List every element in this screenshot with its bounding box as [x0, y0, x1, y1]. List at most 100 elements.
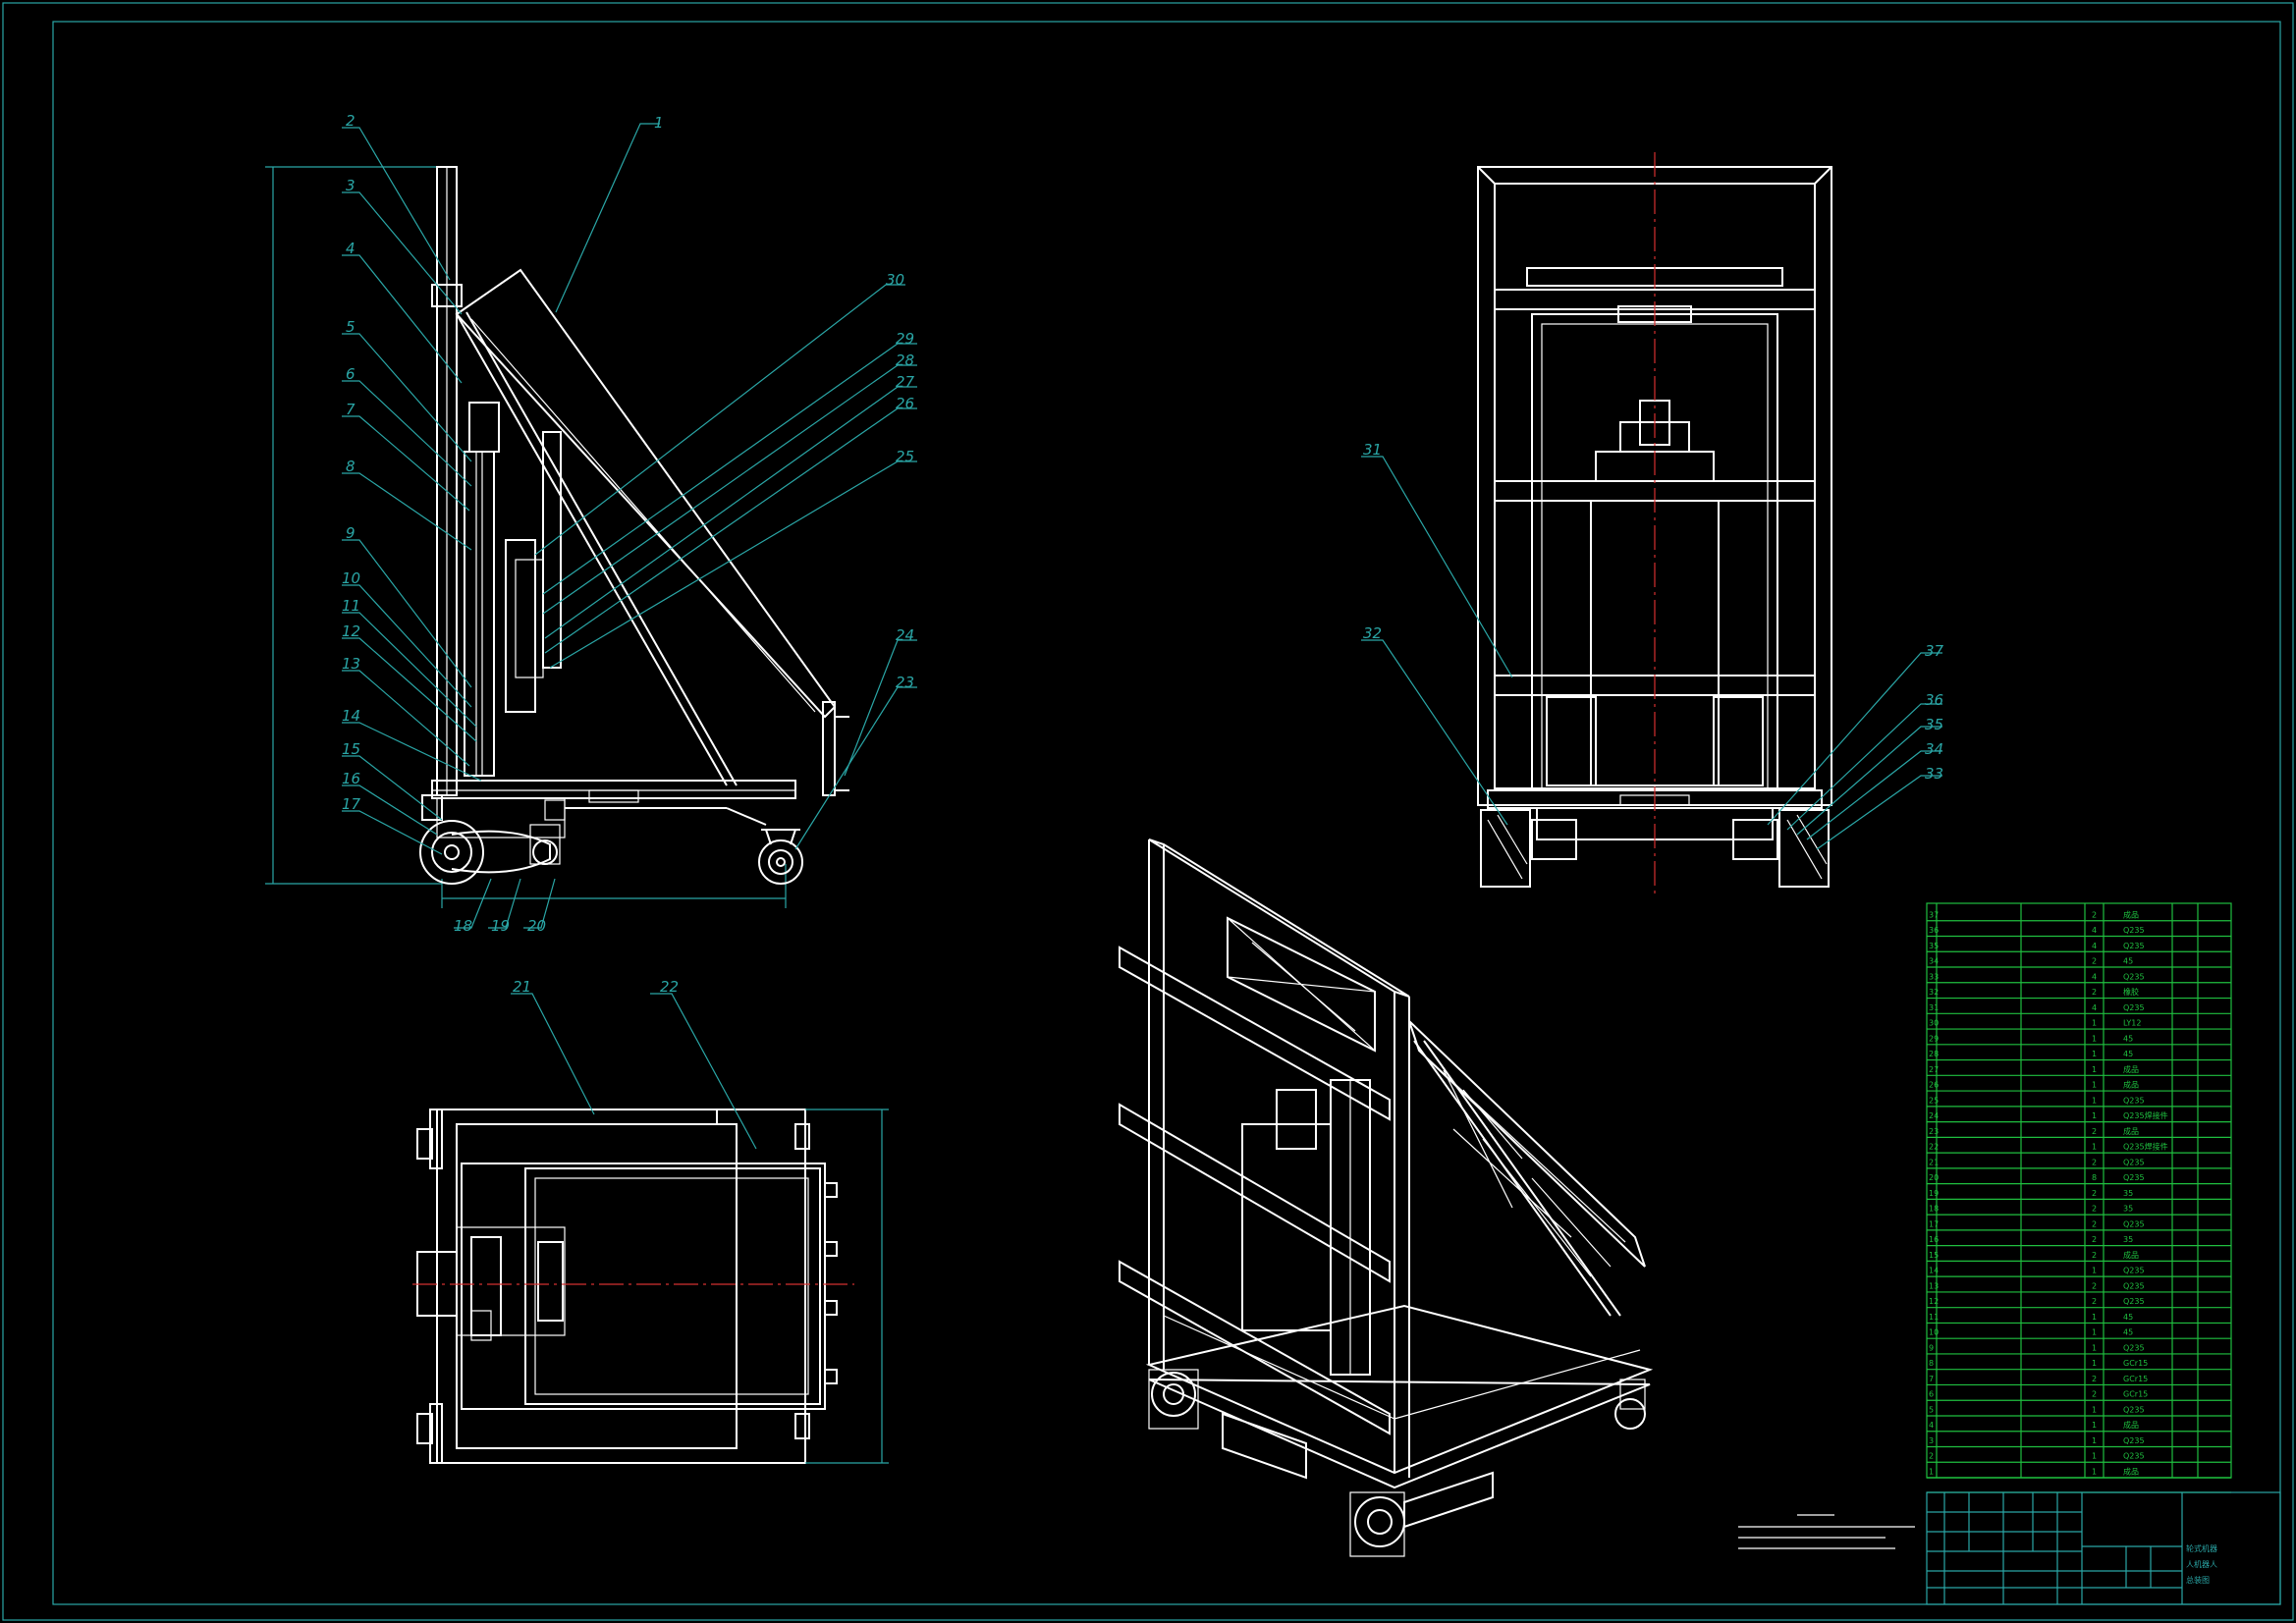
bom-cell-qty: 2	[2092, 910, 2097, 919]
inner-border	[52, 21, 2281, 1605]
callout-label: 8	[346, 458, 355, 475]
bom-cell-mat: Q235	[2123, 1452, 2145, 1461]
bom-cell-no: 22	[1929, 1143, 1939, 1152]
bom-cell-mat: GCr15	[2123, 1390, 2148, 1399]
bom-cell-mat: Q235	[2123, 1267, 2145, 1275]
bom-cell-mat: Q235	[2123, 942, 2145, 950]
bom-cell-mat: 成品	[2123, 1420, 2139, 1430]
bom-cell-no: 31	[1929, 1003, 1939, 1012]
bom-cell-mat: Q235焊接件	[2123, 1142, 2168, 1152]
bom-cell-mat: 成品	[2123, 1064, 2139, 1074]
callout-label: 33	[1925, 765, 1943, 783]
callout-label: 14	[342, 707, 360, 725]
bom-cell-no: 13	[1929, 1281, 1939, 1290]
bom-cell-no: 27	[1929, 1065, 1939, 1074]
bom-cell-mat: 成品	[2123, 1080, 2139, 1090]
bom-cell-mat: 成品	[2123, 1126, 2139, 1136]
bom-cell-qty: 2	[2092, 1281, 2097, 1290]
callout-label: 23	[896, 674, 914, 691]
callout-label: 26	[896, 395, 914, 412]
bom-cell-mat: Q235	[2123, 1173, 2145, 1182]
bom-cell-qty: 1	[2092, 1019, 2097, 1028]
callout-label: 20	[527, 917, 546, 935]
bom-cell-no: 12	[1929, 1297, 1939, 1306]
bom-cell-qty: 1	[2092, 1050, 2097, 1058]
title-block: 轮式机器 人机器人 总装图	[1926, 1491, 2281, 1605]
bom-cell-mat: 35	[2123, 1189, 2133, 1198]
bom-cell-qty: 2	[2092, 1189, 2097, 1198]
bom-cell-mat: 45	[2123, 1034, 2133, 1043]
callout-label: 11	[342, 597, 360, 615]
bom-cell-qty: 2	[2092, 1219, 2097, 1228]
bom-cell-mat: 成品	[2123, 1467, 2139, 1477]
bom-cell-no: 33	[1929, 972, 1939, 981]
bom-cell-qty: 8	[2092, 1173, 2097, 1182]
bom-cell-qty: 1	[2092, 1343, 2097, 1352]
bom-cell-mat: Q235	[2123, 1436, 2145, 1445]
bom-cell-qty: 2	[2092, 1235, 2097, 1244]
bom-cell-qty: 1	[2092, 1111, 2097, 1120]
bom-cell-no: 11	[1929, 1313, 1939, 1322]
bom-cell-mat: 45	[2123, 1313, 2133, 1322]
bom-cell-no: 35	[1929, 942, 1939, 950]
callout-label: 1	[654, 114, 664, 132]
bom-cell-mat: Q235	[2123, 1281, 2145, 1290]
bom-cell-qty: 1	[2092, 1267, 2097, 1275]
bom-cell-mat: 成品	[2123, 1250, 2139, 1260]
bom-cell-no: 34	[1929, 957, 1939, 966]
callout-label: 36	[1925, 691, 1943, 709]
bom-cell-no: 18	[1929, 1205, 1939, 1214]
bom-cell-no: 20	[1929, 1173, 1939, 1182]
callout-label: 2	[346, 112, 355, 130]
bom-cell-qty: 2	[2092, 1205, 2097, 1214]
callout-label: 18	[454, 917, 472, 935]
product-name-line: 总装图	[2186, 1575, 2210, 1585]
bom-cell-mat: GCr15	[2123, 1375, 2148, 1383]
bom-cell-mat: 45	[2123, 1050, 2133, 1058]
bom-cell-mat: 成品	[2123, 909, 2139, 919]
callout-label: 22	[660, 978, 679, 996]
side-view	[265, 166, 849, 908]
bom-cell-no: 24	[1929, 1111, 1939, 1120]
callout-label: 28	[896, 352, 914, 369]
isometric-view	[1119, 839, 1654, 1557]
bom-cell-no: 36	[1929, 926, 1939, 935]
bom-cell-qty: 1	[2092, 1421, 2097, 1430]
bom-cell-mat: Q235	[2123, 926, 2145, 935]
bom-cell-no: 5	[1929, 1405, 1934, 1414]
callout-label: 5	[346, 318, 355, 336]
callout-label: 3	[346, 177, 355, 194]
callout-label: 34	[1925, 740, 1943, 758]
callout-label: 37	[1925, 642, 1944, 660]
bom-cell-qty: 2	[2092, 957, 2097, 966]
callout-label: 15	[342, 740, 360, 758]
bom-cell-no: 25	[1929, 1096, 1939, 1105]
bom-cell-no: 19	[1929, 1189, 1939, 1198]
bom-cell-no: 2	[1929, 1452, 1934, 1461]
bom-cell-qty: 2	[2092, 1390, 2097, 1399]
bom-cell-qty: 4	[2092, 972, 2097, 981]
bom-cell-mat: Q235	[2123, 1003, 2145, 1012]
callout-label: 4	[346, 240, 355, 257]
bom-cell-mat: Q235	[2123, 1219, 2145, 1228]
callout-label: 25	[896, 448, 914, 465]
bom-cell-qty: 1	[2092, 1328, 2097, 1337]
bom-cell-no: 26	[1929, 1081, 1939, 1090]
bom-cell-no: 6	[1929, 1390, 1934, 1399]
bom-cell-qty: 2	[2092, 1297, 2097, 1306]
bom-cell-mat: Q235	[2123, 1343, 2145, 1352]
bom-cell-no: 28	[1929, 1050, 1939, 1058]
bom-cell-mat: Q235	[2123, 972, 2145, 981]
callout-label: 6	[346, 365, 355, 383]
bom-cell-mat: 橡胶	[2123, 987, 2139, 997]
bom-cell-mat: Q235	[2123, 1405, 2145, 1414]
bom-cell-qty: 1	[2092, 1436, 2097, 1445]
callout-label: 12	[342, 622, 360, 640]
bom-cell-mat: Q235焊接件	[2123, 1110, 2168, 1120]
bom-cell-no: 15	[1929, 1251, 1939, 1260]
bom-cell-mat: 45	[2123, 1328, 2133, 1337]
bom-cell-no: 3	[1929, 1436, 1934, 1445]
bom-cell-qty: 2	[2092, 988, 2097, 997]
